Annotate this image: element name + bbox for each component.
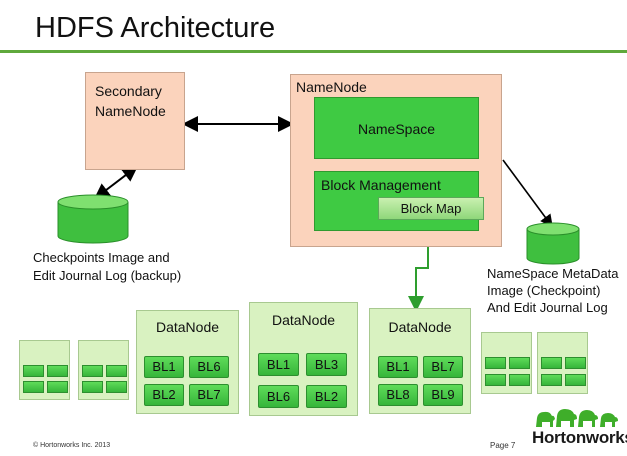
checkpoint-caption-line1: Checkpoints Image and	[33, 250, 170, 265]
metadata-storage-icon	[526, 222, 580, 265]
secondary-namenode-box: Secondary NameNode	[85, 72, 185, 170]
secondary-namenode-label-line2: NameNode	[95, 103, 166, 119]
checkpoint-storage-icon	[57, 194, 129, 244]
namenode-to-metadata-arrow	[502, 159, 553, 228]
block-management-label: Block Management	[321, 177, 441, 193]
secondary-namenode-label-line1: Secondary	[95, 83, 162, 99]
mini-datanode	[537, 332, 588, 394]
block-tile: BL6	[258, 385, 299, 408]
block-tile: BL1	[144, 356, 184, 378]
mini-datanode	[19, 340, 70, 400]
namenode-label: NameNode	[296, 79, 367, 95]
datanode-3: DataNode BL1 BL7 BL8 BL9	[369, 308, 471, 414]
block-tile: BL9	[423, 384, 463, 406]
block-tile: BL6	[189, 356, 229, 378]
block-tile: BL7	[189, 384, 229, 406]
title-divider	[0, 50, 627, 53]
block-tile: BL2	[306, 385, 347, 408]
mini-datanode	[481, 332, 532, 394]
namenode-box: NameNode NameSpace Block Management Bloc…	[290, 74, 502, 247]
namespace-box: NameSpace	[314, 97, 479, 159]
block-tile: BL3	[306, 353, 347, 376]
block-tile: BL2	[144, 384, 184, 406]
namespace-label: NameSpace	[357, 121, 436, 137]
copyright-text: © Hortonworks Inc. 2013	[33, 442, 111, 449]
page-number: Page 7	[490, 441, 516, 450]
block-management-box: Block Management Block Map	[314, 171, 484, 231]
block-tile: BL1	[378, 356, 418, 378]
datanode-1: DataNode BL1 BL6 BL2 BL7	[136, 310, 239, 414]
block-tile: BL8	[378, 384, 418, 406]
block-map-box: Block Map	[378, 197, 484, 220]
block-tile: BL1	[258, 353, 299, 376]
block-tile: BL7	[423, 356, 463, 378]
metadata-caption-line1: NameSpace MetaData	[487, 266, 619, 281]
secondary-to-checkpoint-arrow	[93, 165, 139, 200]
datanode-label: DataNode	[155, 319, 220, 335]
block-map-label: Block Map	[400, 201, 462, 216]
elephant-herd-icon	[536, 409, 618, 427]
checkpoint-caption-line2: Edit Journal Log (backup)	[33, 268, 182, 283]
datanode-2: DataNode BL1 BL3 BL6 BL2	[249, 302, 358, 416]
datanode-label: DataNode	[388, 319, 452, 335]
mini-datanode	[78, 340, 129, 400]
metadata-caption-line2: Image (Checkpoint)	[487, 283, 601, 298]
page-title: HDFS Architecture	[35, 12, 276, 44]
brand-logo: Hortonworks	[532, 428, 627, 447]
metadata-caption-line3: And Edit Journal Log	[487, 300, 608, 315]
datanode-label: DataNode	[271, 312, 336, 328]
